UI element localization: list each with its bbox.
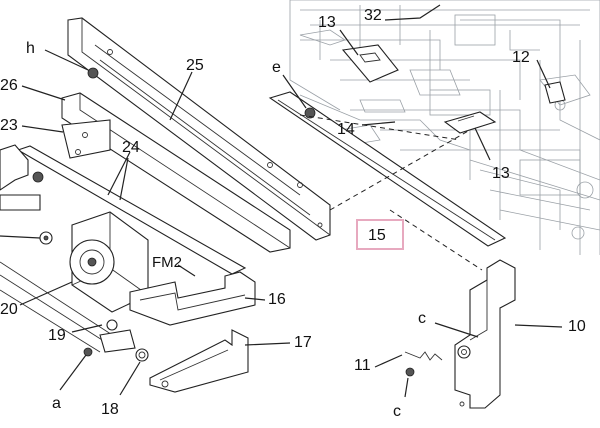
part-16-duct (129, 271, 256, 326)
highlight-box-15 (356, 219, 404, 250)
part-12-bracket (544, 81, 566, 104)
callout-10: 10 (568, 318, 586, 335)
callout-20: 20 (0, 301, 18, 318)
part-26-channel (61, 92, 291, 253)
callout-16: 16 (268, 291, 286, 308)
part-17-lever (149, 329, 249, 393)
callout-13-right: 13 (492, 165, 510, 182)
callout-14: 14 (337, 121, 355, 138)
fan-fm2 (69, 211, 149, 313)
part-13-upper-bracket (341, 44, 399, 83)
callout-15: 15 (368, 227, 386, 244)
callout-17: 17 (294, 334, 312, 351)
callout-18: 18 (101, 401, 119, 418)
part-23-bracket (61, 119, 111, 159)
callout-24: 24 (122, 139, 140, 156)
part-13-right-bracket (443, 111, 497, 134)
callout-26: 26 (0, 77, 18, 94)
part-15-plate (268, 91, 507, 247)
callout-c-lower: c (393, 403, 401, 420)
part-19-bracket (99, 319, 136, 353)
callout-19: 19 (48, 327, 66, 344)
callout-25: 25 (186, 57, 204, 74)
lower-rails (0, 261, 121, 353)
callout-13-top: 13 (318, 14, 336, 31)
callout-fm2: FM2 (152, 254, 182, 271)
part-11-spring (404, 351, 443, 361)
part-10-bracket (454, 259, 516, 409)
callout-c-upper: c (418, 310, 426, 327)
callout-h: h (26, 40, 35, 57)
part-25-bracket (67, 17, 331, 241)
callout-a: a (52, 395, 61, 412)
callout-23: 23 (0, 117, 18, 134)
part-18-clip (135, 348, 149, 362)
part-24-bar (16, 145, 247, 275)
leader-lines (0, 4, 563, 398)
callout-11: 11 (354, 357, 371, 374)
callout-e: e (272, 59, 281, 76)
callout-12: 12 (512, 49, 530, 66)
callout-32: 32 (364, 7, 382, 24)
left-duct (0, 144, 41, 211)
